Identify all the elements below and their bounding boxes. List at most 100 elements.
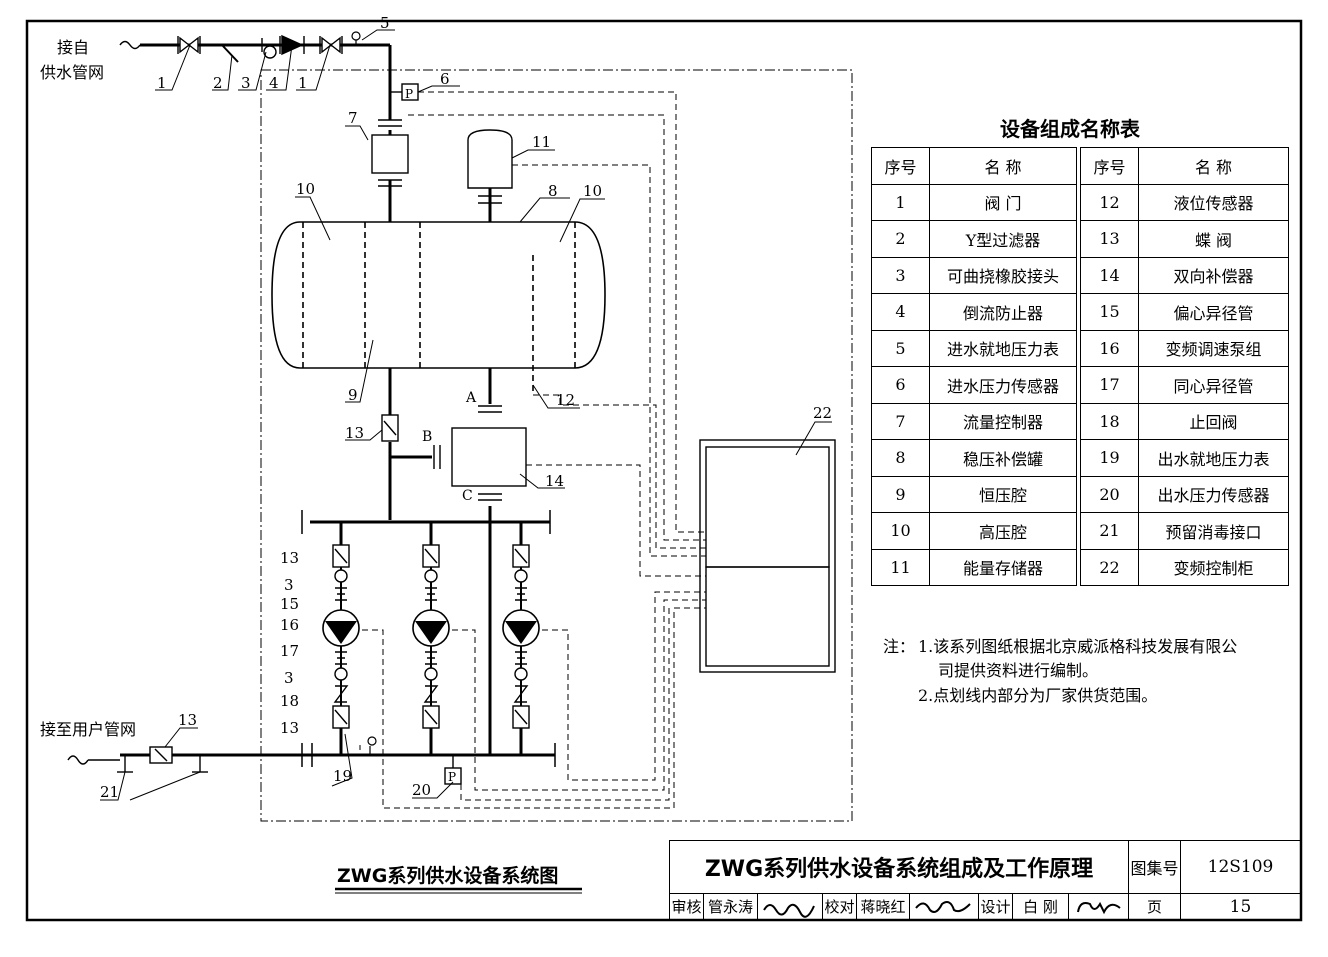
callout-10a: 10 <box>296 180 315 198</box>
signal-wiring <box>359 91 706 809</box>
user-outlet-label: 接至用户管网 <box>40 720 136 739</box>
row-seq: 14 <box>1080 256 1139 294</box>
header-name: 名 称 <box>1138 147 1289 185</box>
callout-4: 4 <box>269 74 279 92</box>
flexible-joint-icon <box>424 569 438 583</box>
row-seq: 22 <box>1080 548 1139 586</box>
flow-controller-icon <box>371 119 409 187</box>
callout-20: 20 <box>412 781 431 799</box>
row-seq: 7 <box>871 402 930 440</box>
callout-2: 2 <box>213 74 223 92</box>
eccentric-reducer-icon <box>335 587 347 601</box>
signature-icon <box>915 900 971 913</box>
callout-leaders <box>100 29 832 801</box>
sheet-border <box>25 19 1303 922</box>
flexible-joint-icon <box>514 667 528 681</box>
callout-3c: 3 <box>284 669 294 687</box>
row-seq: 9 <box>871 475 930 513</box>
flexible-joint-icon <box>424 667 438 681</box>
butterfly-disc <box>334 548 348 564</box>
pump-triangle <box>415 621 447 644</box>
butterfly-disc <box>334 709 348 725</box>
notes-prefix: 注： <box>883 637 916 656</box>
pump-triangle <box>325 621 357 644</box>
checker-name: 蒋晓红 <box>856 893 910 920</box>
row-name: 进水压力传感器 <box>929 366 1077 404</box>
vfd-control-cabinet-icon <box>699 439 836 673</box>
port-c-label: C <box>462 488 473 504</box>
row-seq: 21 <box>1080 512 1139 550</box>
row-seq: 6 <box>871 366 930 404</box>
row-seq: 12 <box>1080 183 1139 221</box>
p-label: P <box>448 770 456 784</box>
callout-18: 18 <box>280 692 299 710</box>
note-2: 2.点划线内部分为厂家供货范围。 <box>918 686 1158 705</box>
butterfly-valve-icon <box>381 414 399 442</box>
callout-numbers: 1 2 3 4 1 5 6 7 8 9 10 10 11 12 13 14 13… <box>100 14 832 801</box>
atlas-number: 12S109 <box>1180 840 1301 894</box>
row-name: 可曲挠橡胶接头 <box>929 256 1077 294</box>
row-name: 进水就地压力表 <box>929 329 1077 367</box>
outlet-pressure-gauge-icon <box>367 736 377 755</box>
row-seq: 4 <box>871 293 930 331</box>
check-valve-icon <box>333 685 349 703</box>
row-name: 蝶 阀 <box>1138 220 1289 258</box>
equipment-table-title: 设备组成名称表 <box>1000 117 1140 141</box>
flexible-joint-icon <box>334 569 348 583</box>
row-seq: 16 <box>1080 329 1139 367</box>
row-seq: 15 <box>1080 293 1139 331</box>
row-name: 液位传感器 <box>1138 183 1289 221</box>
flange-a-icon <box>478 405 502 413</box>
reviewer-name: 管永涛 <box>703 893 758 920</box>
callout-3b: 3 <box>284 576 294 594</box>
tank-outlet-pipes <box>120 368 555 757</box>
inlet-pressure-gauge-icon <box>351 31 361 45</box>
pressure-tank-icon <box>271 221 606 395</box>
supply-inlet-label-2: 供水管网 <box>40 63 104 82</box>
page-number: 15 <box>1180 893 1301 920</box>
callout-22: 22 <box>813 404 832 422</box>
flange-c-icon <box>478 493 502 501</box>
atlas-number-label: 图集号 <box>1128 840 1181 894</box>
supply-scope-boundary <box>260 69 853 822</box>
flexible-joint-icon <box>263 45 277 59</box>
row-seq: 5 <box>871 329 930 367</box>
row-name: 流量控制器 <box>929 402 1077 440</box>
callout-1: 1 <box>157 74 167 92</box>
row-seq: 1 <box>871 183 930 221</box>
reviewer-signature <box>757 893 823 920</box>
check-label: 校对 <box>822 893 857 920</box>
row-name: Y型过滤器 <box>929 220 1077 258</box>
callout-8: 8 <box>548 182 558 200</box>
check-valve-icon <box>423 685 439 703</box>
concentric-reducer-icon <box>425 651 437 665</box>
callout-5: 5 <box>380 14 390 32</box>
flexible-joint-icon <box>514 569 528 583</box>
row-name: 出水就地压力表 <box>1138 439 1289 477</box>
callout-9: 9 <box>348 386 358 404</box>
row-seq: 17 <box>1080 366 1139 404</box>
row-name: 变频调速泵组 <box>1138 329 1289 367</box>
sheet-title: ZWG系列供水设备系统组成及工作原理 <box>669 840 1129 894</box>
gate-valve-icon <box>319 36 343 54</box>
check-valve-icon <box>513 685 529 703</box>
signature-icon <box>1076 901 1121 914</box>
callout-7: 7 <box>348 109 358 127</box>
callout-15: 15 <box>280 595 299 613</box>
review-label: 审核 <box>669 893 704 920</box>
row-name: 出水压力传感器 <box>1138 475 1289 513</box>
row-name: 预留消毒接口 <box>1138 512 1289 550</box>
title-block: ZWG系列供水设备系统组成及工作原理 图集号 12S109 审核 管永涛 校对 … <box>669 840 1301 920</box>
row-name: 能量存储器 <box>929 548 1077 586</box>
callout-11: 11 <box>532 133 551 151</box>
row-seq: 2 <box>871 220 930 258</box>
